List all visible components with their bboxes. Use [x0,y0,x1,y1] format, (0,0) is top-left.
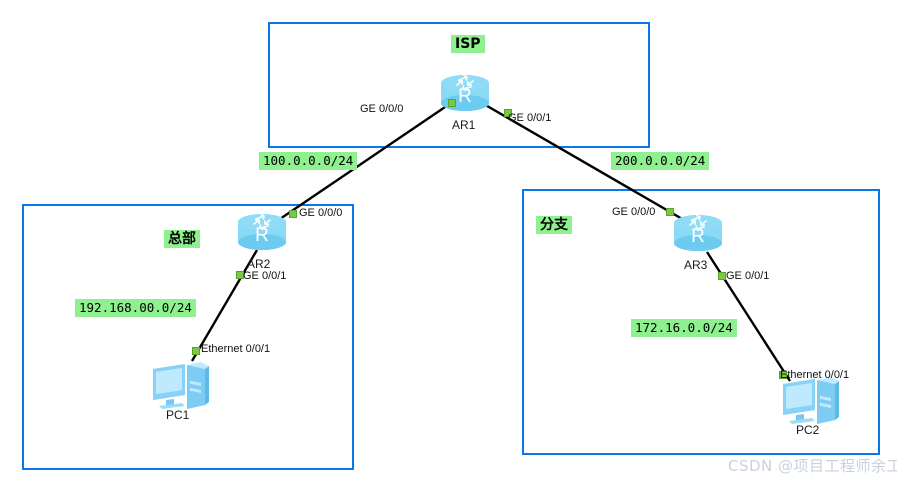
device-label-ar1: AR1 [452,118,476,132]
device-label-ar3: AR3 [684,258,708,272]
device-label-ar2: AR2 [247,257,271,271]
svg-text:R: R [458,86,472,107]
zone-isp[interactable] [268,22,650,148]
router-icon: R [441,74,489,111]
interface-label-pc2-eth001: Ethernet 0/0/1 [780,369,850,381]
csdn-watermark: CSDN @项目工程师余工 [728,457,897,475]
interface-dot-pc1-eth001-dot[interactable] [192,347,200,355]
interface-dot-ar1-ge001-dot[interactable] [504,109,512,117]
device-label-pc1: PC1 [166,408,190,422]
interface-label-pc1-eth001: Ethernet 0/0/1 [201,343,271,355]
subnet-tag-172: 172.16.0.0/24 [631,319,737,337]
zone-label-branch: 分支 [536,216,572,234]
device-label-pc2: PC2 [796,423,820,437]
router-icon: R [674,214,722,251]
svg-text:R: R [691,226,705,247]
interface-label-ar3-ge001: GE 0/0/1 [726,270,770,282]
zone-label-isp: ISP [451,35,485,53]
interface-dot-ar3-ge001-dot[interactable] [718,272,726,280]
device-ar2[interactable]: R [234,210,290,259]
interface-dot-ar2-ge001-dot[interactable] [236,271,244,279]
interface-label-ar2-ge000: GE 0/0/0 [299,207,343,219]
zone-hq[interactable] [22,204,354,470]
subnet-tag-100: 100.0.0.0/24 [259,152,358,170]
device-pc1[interactable] [149,357,211,418]
router-icon: R [238,213,286,250]
svg-text:R: R [255,225,269,246]
pc-icon [153,362,209,409]
interface-label-ar1-ge000: GE 0/0/0 [360,103,404,115]
subnet-tag-192: 192.168.00.0/24 [75,299,196,317]
pc-icon [783,377,839,424]
zone-branch[interactable] [522,189,880,455]
zone-label-hq: 总部 [164,230,200,248]
device-ar3[interactable]: R [670,211,726,260]
interface-dot-ar2-ge000-dot[interactable] [289,210,297,218]
interface-dot-ar1-ge000-dot[interactable] [448,99,456,107]
interface-label-ar1-ge001: GE 0/0/1 [508,112,552,124]
device-ar1[interactable]: R [437,71,493,120]
interface-label-ar2-ge001: GE 0/0/1 [243,270,287,282]
interface-dot-ar3-ge000-dot[interactable] [666,208,674,216]
interface-label-ar3-ge000: GE 0/0/0 [612,206,656,218]
device-pc2[interactable] [779,372,841,433]
interface-dot-pc2-eth001-dot[interactable] [779,371,787,379]
subnet-tag-200: 200.0.0.0/24 [611,152,710,170]
